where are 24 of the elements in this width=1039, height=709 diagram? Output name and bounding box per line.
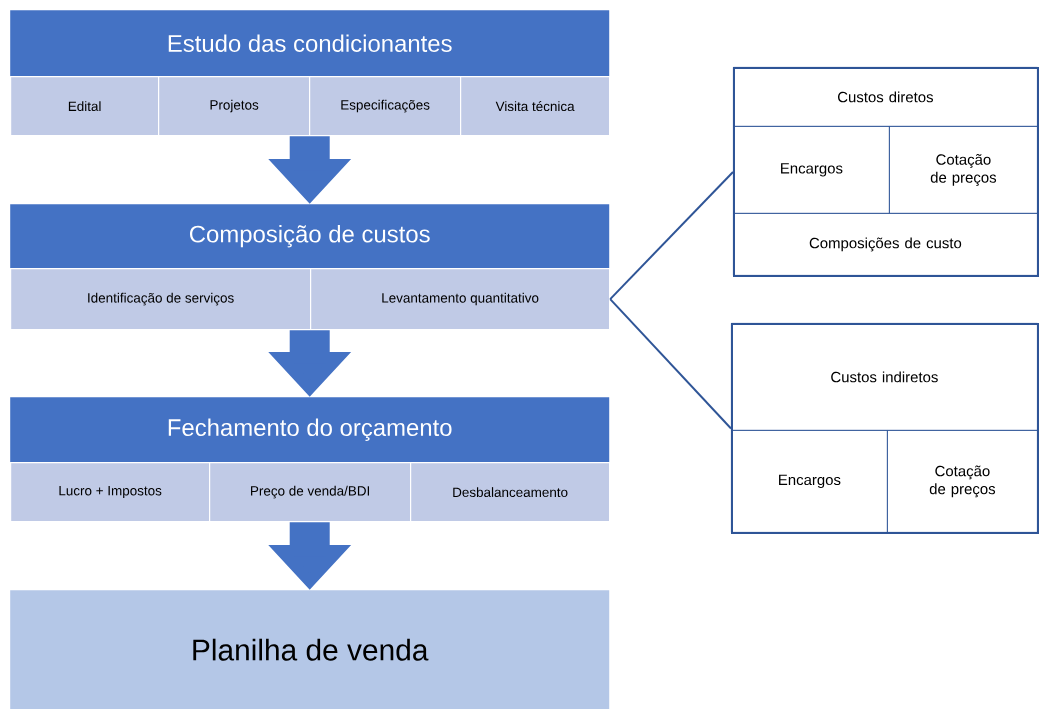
table-cell: Desbalanceamento (410, 462, 611, 523)
table-cell: Encargos (731, 430, 888, 533)
table-cell: Projetos (158, 76, 311, 137)
table-cell: Cotação de preços (887, 430, 1038, 533)
table-cell: Especificações (309, 76, 462, 137)
table-cell: Cotação de preços (889, 126, 1038, 214)
stage-band: Fechamento do orçamento (10, 397, 610, 463)
table-cell: Composições de custo (733, 213, 1038, 276)
table-cell: Preço de venda/BDI (209, 462, 412, 523)
table-cell: Encargos (733, 126, 890, 214)
table-cell: Custos indiretos (731, 323, 1038, 431)
table-frame (733, 67, 1039, 277)
stage-band: Estudo das condicionantes (10, 10, 610, 77)
table-cell: Levantamento quantitativo (310, 268, 611, 331)
stage-band: Composição de custos (10, 204, 610, 269)
connector-line (609, 171, 734, 301)
table-cell: Lucro + Impostos (10, 462, 211, 523)
table-cell: Edital (10, 76, 160, 137)
result-box: Planilha de venda (10, 590, 610, 709)
table-cell: Visita técnica (460, 76, 611, 137)
connector-line (609, 298, 732, 430)
table-cell: Custos diretos (733, 67, 1038, 127)
table-cell: Identificação de serviços (10, 268, 312, 331)
table-frame (731, 323, 1039, 534)
